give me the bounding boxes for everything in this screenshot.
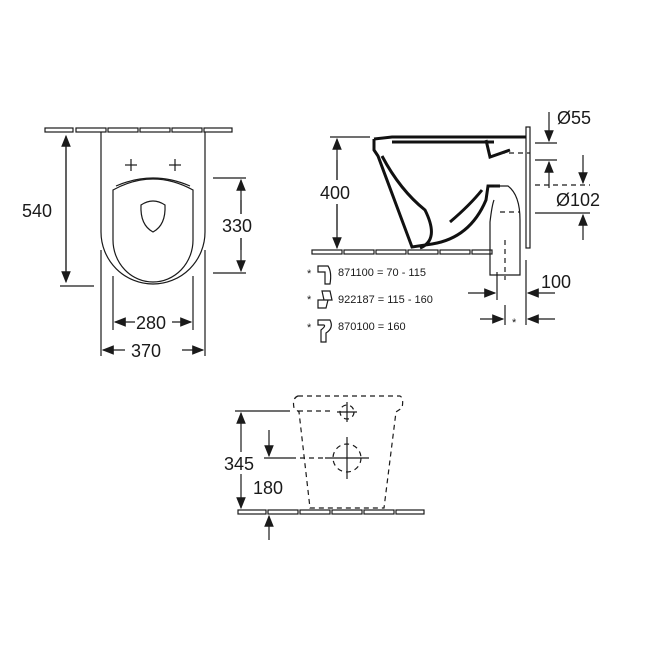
dim-offset: 100: [541, 272, 571, 292]
connector-icon: [317, 290, 333, 309]
seat-outline: [112, 178, 194, 283]
svg-text:*: *: [307, 322, 312, 334]
wall: [525, 126, 531, 249]
wall-line: [44, 127, 233, 133]
connector-870100: 870100 = 160: [338, 321, 406, 333]
connector-icon: [317, 265, 332, 285]
outlet-circle-icon: [325, 437, 369, 479]
connector-871100: 871100 = 70 - 115: [338, 267, 426, 279]
offset-asterisk: *: [512, 317, 517, 329]
dim-seat-length: 330: [222, 216, 252, 236]
connector-922187: 922187 = 115 - 160: [338, 294, 433, 306]
dim-inlet: Ø55: [557, 108, 591, 128]
bowl-outline: [100, 132, 206, 285]
svg-text:*: *: [307, 294, 312, 306]
connector-icon: [317, 319, 332, 343]
fixing-point-icon: [125, 159, 181, 171]
dim-depth: 540: [22, 201, 52, 221]
dim-height: 400: [320, 183, 350, 203]
svg-text:*: *: [307, 268, 312, 280]
bowl-profile: [372, 135, 526, 250]
rear-outline: [292, 395, 404, 509]
dim-height-bottom: 180: [253, 478, 283, 498]
side-view: 400 Ø55 Ø102 100 *: [311, 108, 600, 329]
dim-outlet: Ø102: [556, 190, 600, 210]
top-view: 540 330 280 370: [22, 127, 262, 361]
floor-line: [237, 509, 425, 515]
dim-height-top: 345: [224, 454, 254, 474]
dim-width: 370: [131, 341, 161, 361]
connector-legend: * 871100 = 70 - 115 * 922187 = 115 - 160…: [307, 265, 433, 343]
floor-line: [311, 249, 493, 255]
seat-opening: [140, 200, 166, 233]
rear-view: 345 180: [222, 395, 425, 540]
dim-seat-width: 280: [136, 313, 166, 333]
fixing-point-icon: [337, 402, 357, 422]
